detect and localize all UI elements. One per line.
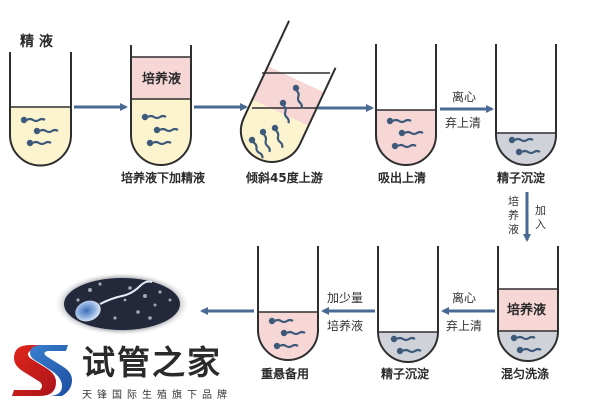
semen-top-label: 精 液 <box>20 33 54 50</box>
resuspend-label: 重悬备用 <box>261 366 309 381</box>
add-medium-label: 培养液下加精液 <box>121 170 205 185</box>
svg-text:离心: 离心 <box>452 290 476 305</box>
logo-subtitle: 天锋国际生殖旗下品牌 <box>82 390 232 401</box>
pellet-1-label: 精子沉淀 <box>497 170 546 185</box>
logo-s-icon <box>12 345 72 396</box>
tube-add-medium <box>130 45 192 166</box>
aspirate-label: 吸出上清 <box>378 170 426 185</box>
svg-text:培养液: 培养液 <box>327 318 363 333</box>
add-small-arrow: 加少量 培养液 <box>321 291 375 333</box>
wash-label: 混匀洗涤 <box>501 366 549 381</box>
svg-text:液: 液 <box>508 222 519 236</box>
tube-pellet-1 <box>495 44 557 166</box>
svg-text:离心: 离心 <box>452 89 476 104</box>
add-medium-inner-label: 培养液 <box>142 71 181 87</box>
centrifuge-arrow-1: 离心 弃上清 <box>440 89 494 130</box>
logo-title: 试管之家 <box>82 343 222 382</box>
wash-inner-label: 培养液 <box>507 302 546 318</box>
svg-text:弃上清: 弃上清 <box>446 318 482 333</box>
tube-tilted <box>239 20 337 163</box>
svg-text:加少量: 加少量 <box>327 291 363 305</box>
add-medium-down-arrow: 培 养 液 加 入 <box>508 192 546 242</box>
pellet-2-label: 精子沉淀 <box>381 366 430 381</box>
tilt-swimup-label: 倾斜45度上游 <box>245 170 323 185</box>
svg-text:入: 入 <box>535 218 546 231</box>
tube-wash <box>497 246 559 362</box>
svg-text:弃上清: 弃上清 <box>445 115 481 130</box>
tube-aspirate <box>375 44 437 166</box>
tube-resuspend <box>257 246 319 361</box>
tube-semen <box>9 52 72 167</box>
svg-text:培: 培 <box>508 194 519 208</box>
svg-text:加: 加 <box>535 204 546 217</box>
tube-pellet-2 <box>377 246 439 363</box>
centrifuge-arrow-2: 离心 弃上清 <box>441 290 495 333</box>
svg-text:养: 养 <box>508 208 519 222</box>
sperm-microscope-image <box>54 272 190 336</box>
